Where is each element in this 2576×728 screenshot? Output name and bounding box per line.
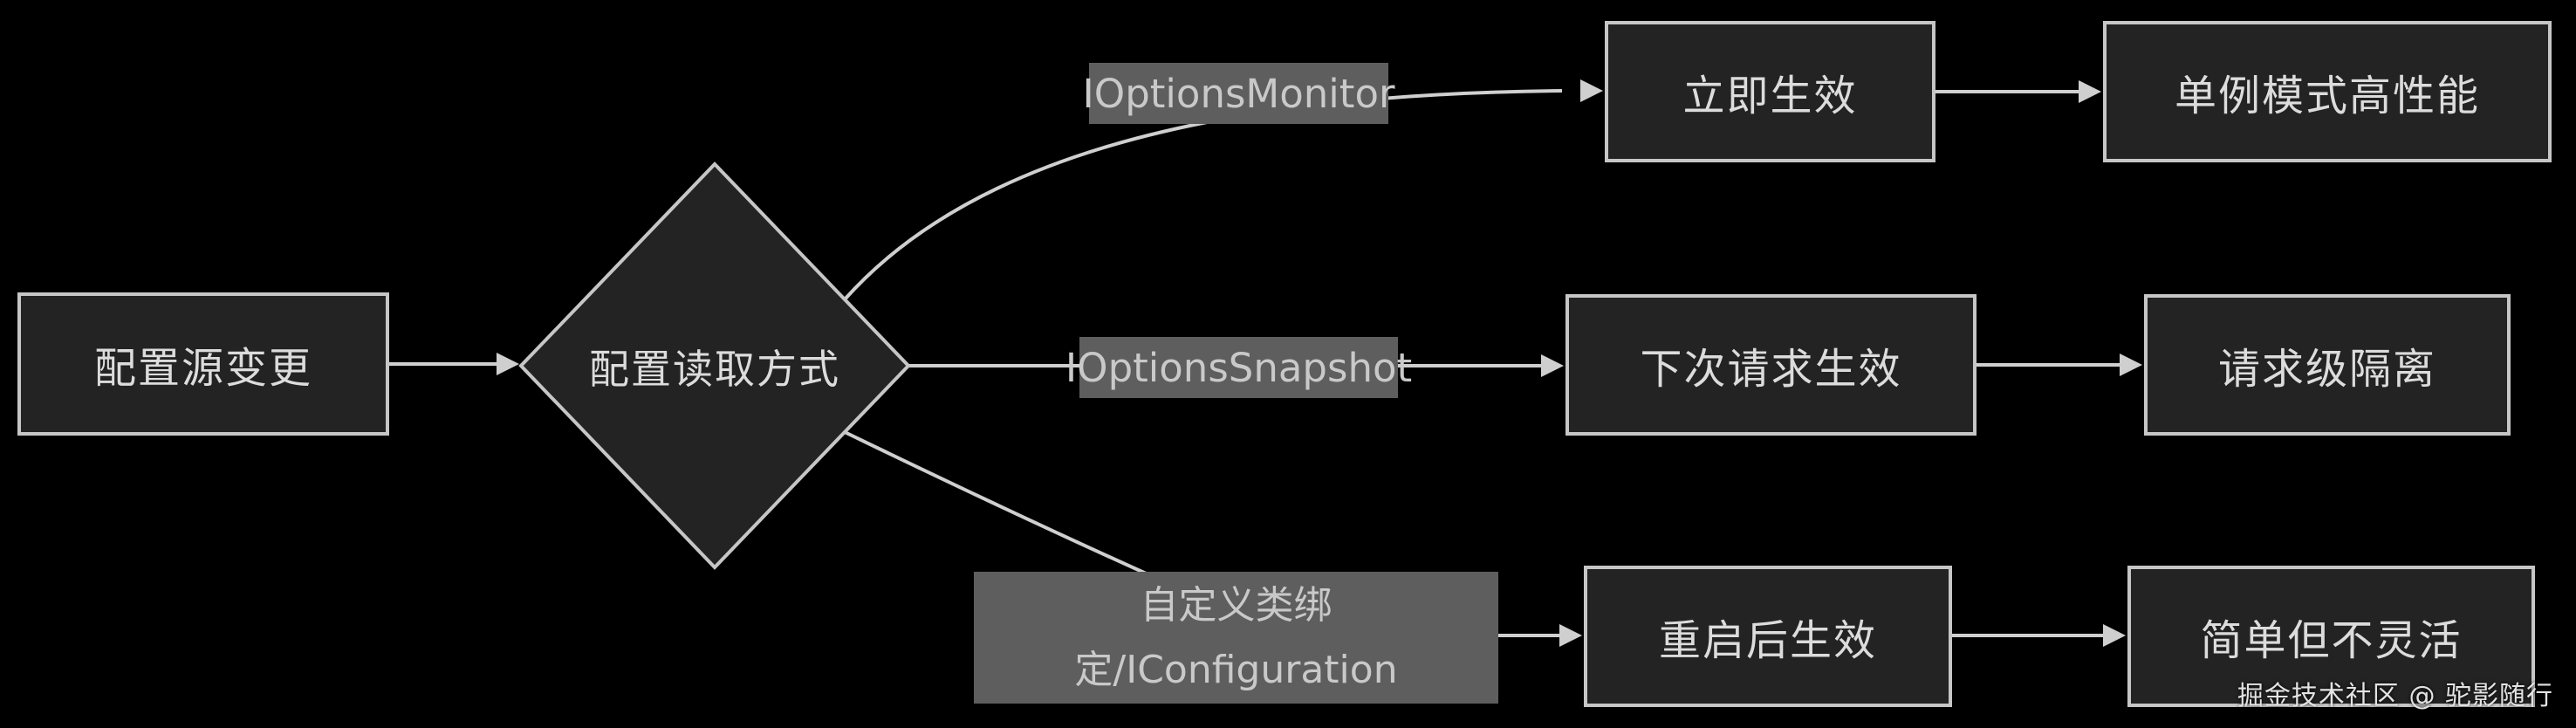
edge-label-ioptionsmonitor-text: IOptionsMonitor <box>1082 70 1395 117</box>
node-decision: 配置读取方式 <box>521 340 908 393</box>
node-request-scope-label: 请求级隔离 <box>2217 345 2436 394</box>
node-next-request-label: 下次请求生效 <box>1640 345 1902 394</box>
node-singleton: 单例模式高性能 <box>2103 21 2552 162</box>
node-simple: 简单但不灵活 <box>2127 566 2535 707</box>
node-restart-label: 重启后生效 <box>1658 616 1877 665</box>
arrowhead-custom-label-to-restart <box>1559 624 1582 647</box>
edge-decision-to-custom-label <box>844 430 1153 578</box>
arrowhead-restart-to-simple <box>2103 624 2126 647</box>
node-immediate-label: 立即生效 <box>1682 72 1858 120</box>
node-source: 配置源变更 <box>17 292 389 436</box>
node-source-label: 配置源变更 <box>93 344 312 393</box>
arrowhead-decision-to-next-request <box>1541 354 1564 377</box>
node-immediate: 立即生效 <box>1605 21 1935 162</box>
node-decision-label: 配置读取方式 <box>589 346 840 393</box>
arrowhead-decision-to-immediate <box>1580 79 1603 102</box>
edge-label-ioptionsmonitor: IOptionsMonitor <box>1083 63 1394 124</box>
arrowhead-source-to-decision <box>497 353 519 375</box>
watermark-text: 掘金技术社区 @ 驼影随行 <box>2237 681 2553 711</box>
node-simple-label: 简单但不灵活 <box>2200 616 2463 665</box>
watermark: 掘金技术社区 @ 驼影随行 <box>2237 674 2553 712</box>
edge-label-ioptionssnapshot-text: IOptionsSnapshot <box>1065 344 1413 391</box>
edge-label-custom-binding: 自定义类绑 定/IConfiguration <box>974 572 1498 704</box>
arrowhead-next-request-to-request-scope <box>2120 354 2142 376</box>
node-singleton-label: 单例模式高性能 <box>2174 72 2480 120</box>
node-next-request: 下次请求生效 <box>1565 294 1977 436</box>
edge-label-ioptionssnapshot: IOptionsSnapshot <box>1065 337 1412 398</box>
node-request-scope: 请求级隔离 <box>2144 294 2511 436</box>
arrowhead-immediate-to-singleton <box>2079 80 2101 103</box>
edge-label-custom-binding-text: 自定义类绑 定/IConfiguration <box>1074 582 1398 692</box>
node-restart: 重启后生效 <box>1584 566 1952 707</box>
